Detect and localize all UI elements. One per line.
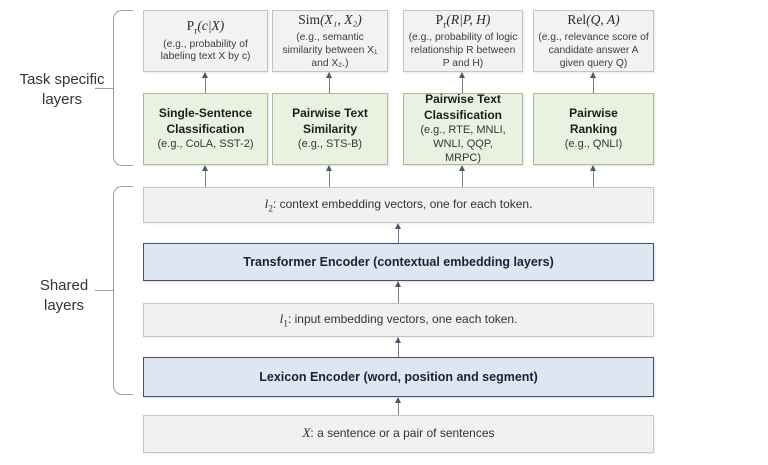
task-specific-layers-label: Task specific layers: [19, 71, 105, 109]
lexicon-encoder-box: Lexicon Encoder (word, position and segm…: [143, 357, 654, 397]
task-box-pairwise-text-classification: Pairwise Text Classification (e.g., RTE,…: [403, 92, 523, 165]
task-title: Pairwise Text Similarity: [292, 106, 368, 136]
up-arrow-icon: [589, 165, 598, 187]
input-sentence-box: X: a sentence or a pair of sentences: [143, 415, 654, 453]
formula-pr-r-p-h: Pr(R|P, H): [435, 11, 491, 31]
formula-sim-x1-x2: Sim(X₁, X₂): [298, 11, 362, 27]
task-title: Pairwise Ranking: [569, 106, 618, 136]
shared-layers-label: Shared layers: [39, 277, 89, 315]
task-examples: (e.g., QNLI): [564, 138, 623, 151]
l1-label: l1: input embedding vectors, one each to…: [279, 310, 518, 330]
shared-layers-brace-tick: [95, 290, 113, 292]
task-examples: (e.g., RTE, MNLI, WNLI, QQP, MRPC): [420, 124, 506, 164]
output-box-similarity-score: Sim(X₁, X₂) (e.g., semantic similarity b…: [272, 10, 388, 72]
up-arrow-icon: [201, 165, 210, 187]
output-desc: (e.g., probability of labeling text X by…: [160, 38, 251, 63]
task-box-pairwise-text-similarity: Pairwise Text Similarity (e.g., STS-B): [272, 93, 388, 165]
task-title: Pairwise Text Classification: [423, 92, 503, 122]
formula-pr-c-x: Pr(c|X): [186, 18, 225, 37]
task-examples: (e.g., STS-B): [297, 138, 363, 151]
up-arrow-icon: [201, 72, 210, 93]
up-arrow-icon: [458, 165, 467, 187]
task-box-single-sentence-classification: Single-Sentence Classification (e.g., Co…: [143, 93, 268, 165]
task-title: Single-Sentence Classification: [158, 106, 253, 136]
output-box-logic-relationship-probability: Pr(R|P, H) (e.g., probability of logic r…: [403, 10, 523, 72]
up-arrow-icon: [325, 165, 334, 187]
transformer-encoder-label: Transformer Encoder (contextual embeddin…: [243, 255, 554, 269]
input-sentence-label: X: a sentence or a pair of sentences: [302, 424, 495, 440]
transformer-encoder-box: Transformer Encoder (contextual embeddin…: [143, 243, 654, 281]
l2-context-embedding-box: l2: context embedding vectors, one for e…: [143, 187, 654, 223]
output-box-relevance-score: Rel(Q, A) (e.g., relevance score of cand…: [533, 10, 654, 72]
up-arrow-icon: [458, 72, 467, 93]
output-desc: (e.g., semantic similarity between X₁ an…: [282, 32, 378, 69]
output-desc: (e.g., probability of logic relationship…: [408, 32, 518, 69]
task-specific-brace-tick: [95, 88, 113, 90]
up-arrow-icon: [589, 72, 598, 93]
task-box-pairwise-ranking: Pairwise Ranking (e.g., QNLI): [533, 93, 654, 165]
output-box-classification-probability: Pr(c|X) (e.g., probability of labeling t…: [143, 10, 268, 72]
l2-label: l2: context embedding vectors, one for e…: [264, 195, 533, 215]
shared-layers-brace: [113, 186, 133, 395]
l1-input-embedding-box: l1: input embedding vectors, one each to…: [143, 303, 654, 337]
up-arrow-icon: [394, 281, 403, 303]
up-arrow-icon: [394, 223, 403, 243]
task-examples: (e.g., CoLA, SST-2): [157, 138, 254, 151]
up-arrow-icon: [394, 397, 403, 415]
up-arrow-icon: [325, 72, 334, 93]
formula-rel-q-a: Rel(Q, A): [567, 11, 620, 27]
task-specific-brace: [113, 10, 133, 166]
output-desc: (e.g., relevance score of candidate answ…: [538, 32, 649, 69]
up-arrow-icon: [394, 337, 403, 357]
lexicon-encoder-label: Lexicon Encoder (word, position and segm…: [259, 370, 538, 384]
